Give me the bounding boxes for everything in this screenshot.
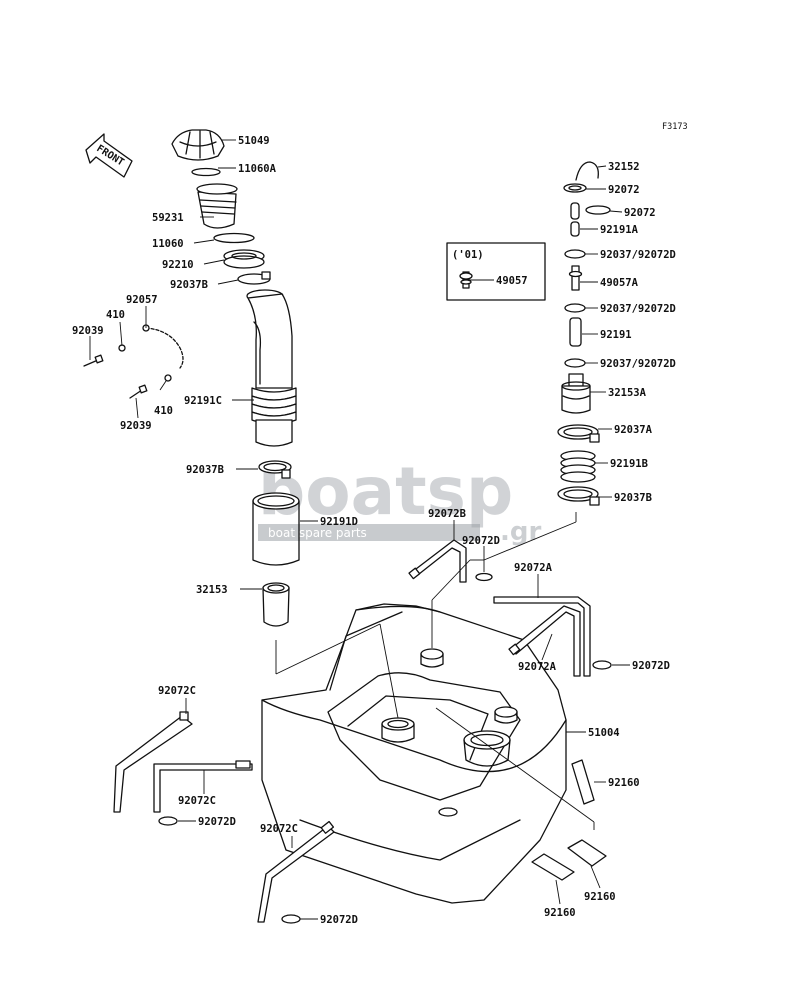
clip-92072d-left	[158, 816, 178, 826]
label-92072c-left: 92072C	[158, 685, 196, 697]
hose-92191d	[252, 492, 300, 566]
label-92072d-mid: 92072D	[462, 535, 500, 547]
label-410-top: 410	[106, 309, 125, 321]
clip-92037-92072d-1	[564, 249, 586, 259]
bolt-92039-bottom	[129, 374, 172, 399]
label-92160-bottom-left: 92160	[544, 907, 576, 919]
label-92037a: 92037A	[614, 424, 653, 436]
label-51004: 51004	[588, 727, 620, 739]
label-59231: 59231	[152, 212, 184, 224]
figure-code: F3173	[662, 122, 688, 132]
label-51049: 51049	[238, 135, 270, 147]
nut-92210	[223, 249, 265, 269]
bolt-92039-top	[83, 344, 126, 367]
watermark-tagline-bar	[258, 524, 480, 541]
clip-92072d-bottom	[281, 914, 301, 924]
clip-92037-92072d-2	[564, 303, 586, 313]
clamp-92037b-top	[237, 271, 271, 285]
strap-92072a-top	[493, 596, 591, 677]
label-11060: 11060	[152, 238, 184, 250]
label-92039-top: 92039	[72, 325, 104, 337]
fitting-49057a	[568, 265, 583, 291]
label-92039-bottom: 92039	[120, 420, 152, 432]
clip-92072d-right	[592, 660, 612, 670]
clip-92072d-mid	[475, 572, 493, 582]
front-arrow: FRONT	[85, 133, 133, 178]
watermark-tld: .gr	[500, 517, 541, 547]
o-ring-11060	[213, 232, 255, 244]
inset-label: ('01)	[452, 249, 484, 261]
part-labels: 51049 11060A 59231 11060 92210 92037B 92…	[72, 135, 676, 926]
label-92191a: 92191A	[600, 224, 639, 236]
strap-92072b	[408, 539, 467, 583]
watermark-tagline: boat spare parts	[268, 526, 367, 540]
label-92191d: 92191D	[320, 516, 358, 528]
inset-box-01: ('01)	[446, 242, 546, 301]
clamp-92037b-right	[557, 486, 600, 506]
label-92191b: 92191B	[610, 458, 648, 470]
pad-92160-bottom-left	[531, 853, 575, 881]
strap-92072a-bottom	[508, 605, 581, 677]
label-92191c: 92191C	[184, 395, 222, 407]
vent-cap-32152	[575, 161, 599, 181]
strap-92072c-bottom	[257, 820, 335, 923]
fuel-tank-51004	[261, 603, 567, 904]
label-49057a: 49057A	[600, 277, 639, 289]
strap-92072c-mid	[153, 760, 253, 813]
filler-neck-59231	[196, 183, 238, 229]
label-92072-b: 92072	[624, 207, 656, 219]
label-92037-92072d-2: 92037/92072D	[600, 303, 676, 315]
leader-lines	[89, 139, 630, 920]
hose-92191c	[246, 289, 297, 447]
label-92037-92072d-3: 92037/92072D	[600, 358, 676, 370]
strap-92072c-left	[113, 711, 193, 813]
label-11060a: 11060A	[238, 163, 277, 175]
filler-cap-51049	[171, 129, 225, 161]
label-92072c-mid: 92072C	[178, 795, 216, 807]
label-92037-92072d-1: 92037/92072D	[600, 249, 676, 261]
label-92072d-left: 92072D	[198, 816, 236, 828]
label-92072d-bottom: 92072D	[320, 914, 358, 926]
label-32153a: 32153A	[608, 387, 647, 399]
label-32152: 32152	[608, 161, 640, 173]
wire-92057	[142, 324, 184, 369]
clip-92037-92072d-3	[564, 358, 586, 368]
label-92037b-right: 92037B	[614, 492, 652, 504]
label-92210: 92210	[162, 259, 194, 271]
label-92037b-mid: 92037B	[186, 464, 224, 476]
label-92072b: 92072B	[428, 508, 466, 520]
label-92072a-bottom: 92072A	[518, 661, 557, 673]
clip-92072-b	[585, 205, 611, 215]
hose-92191b	[560, 450, 596, 483]
label-32153: 32153	[196, 584, 228, 596]
label-92072d-right: 92072D	[632, 660, 670, 672]
label-92160-bottom-right: 92160	[584, 891, 616, 903]
hose-92191a	[570, 221, 580, 237]
label-92072-a: 92072	[608, 184, 640, 196]
label-92037b-top: 92037B	[170, 279, 208, 291]
label-410-bottom: 410	[154, 405, 173, 417]
pad-92160-right	[571, 759, 595, 805]
clip-92072-a	[563, 183, 587, 193]
label-92057: 92057	[126, 294, 158, 306]
pipe-piece-upper	[570, 202, 580, 220]
label-92191: 92191	[600, 329, 632, 341]
hose-92191	[569, 317, 582, 347]
watermark: boatsp .gr boat spare parts	[258, 453, 541, 547]
valve-32153a	[561, 373, 591, 414]
o-ring-11060a	[191, 167, 221, 177]
label-92160-right: 92160	[608, 777, 640, 789]
clamp-92037b-mid	[258, 460, 292, 479]
label-49057: 49057	[496, 275, 528, 287]
label-92072c-bottom: 92072C	[260, 823, 298, 835]
clamp-92037a	[557, 424, 600, 443]
fitting-32153	[262, 582, 290, 627]
label-92072a-top: 92072A	[514, 562, 553, 574]
pad-92160-bottom-right	[567, 839, 607, 867]
watermark-brand: boatsp	[258, 453, 513, 530]
